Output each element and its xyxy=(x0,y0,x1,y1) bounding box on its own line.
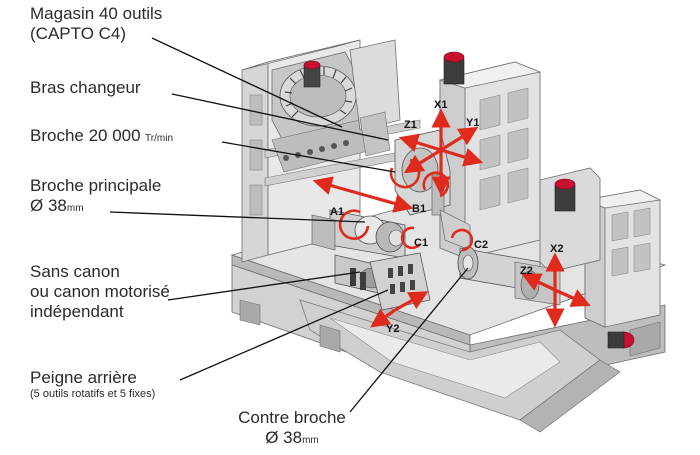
label-broche-20000: Broche 20 000 Tr/min xyxy=(30,126,174,145)
label-peigne-arriere: Peigne arrière (5 outils rotatifs et 5 f… xyxy=(30,368,156,401)
axis-arrows xyxy=(312,108,591,328)
axis-label-z1: Z1 xyxy=(404,119,417,131)
axis-label-a1: A1 xyxy=(330,206,344,218)
label-magasin: Magasin 40 outils (CAPTO C4) xyxy=(30,4,163,44)
axis-label-z2: Z2 xyxy=(520,265,533,277)
axis-label-x2: X2 xyxy=(550,243,563,255)
axis-label-x1: X1 xyxy=(434,99,447,111)
axis-label-y1: Y1 xyxy=(466,117,479,129)
tool-magazine xyxy=(271,51,373,173)
label-sans-canon: Sans canon ou canon motorisé indépendant xyxy=(30,262,170,322)
right-column xyxy=(438,51,542,259)
axis-label-c2: C2 xyxy=(474,239,488,251)
axis-label-y2: Y2 xyxy=(386,323,399,335)
rotation-arcs xyxy=(338,158,474,252)
label-broche-principale: Broche principale Ø 38mm xyxy=(30,176,162,216)
axis-label-c1: C1 xyxy=(414,237,428,249)
leader-lines xyxy=(109,37,469,413)
tool-changer-arm xyxy=(349,39,401,157)
axis-label-b1: B1 xyxy=(412,203,426,215)
label-contre-broche: Contre broche Ø 38mm xyxy=(238,408,346,448)
label-bras-changeur: Bras changeur xyxy=(30,78,141,97)
